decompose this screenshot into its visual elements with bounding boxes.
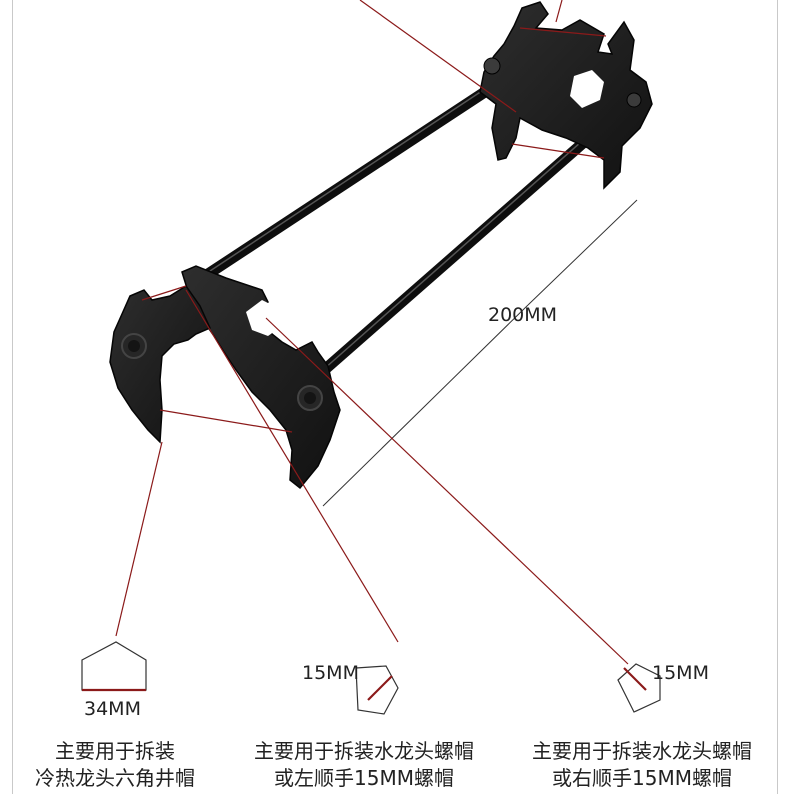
description-hex-cap-line1: 主要用于拆装	[55, 739, 175, 763]
description-hex-cap-line2: 冷热龙头六角井帽	[35, 766, 195, 790]
far-head-hex-hole	[570, 70, 604, 108]
description-right-nut-line1: 主要用于拆装水龙头螺帽	[532, 739, 752, 763]
pentagon-icon-left	[355, 665, 399, 715]
near-head-back-plate	[109, 284, 211, 444]
description-left-nut: 主要用于拆装水龙头螺帽 或左顺手15MM螺帽	[234, 738, 494, 792]
near-head-slot	[246, 300, 282, 336]
hex-cap-icon	[81, 641, 147, 692]
far-wrench-head	[479, 1, 653, 190]
annotation-lines	[115, 0, 629, 665]
far-head-plate	[479, 1, 653, 190]
far-head-bolt	[483, 57, 501, 75]
description-right-nut-line2: 或右顺手15MM螺帽	[552, 766, 732, 790]
far-head-bolt-2	[626, 92, 642, 108]
description-left-nut-line1: 主要用于拆装水龙头螺帽	[254, 739, 474, 763]
length-label: 200MM	[488, 304, 558, 326]
pentagon-left-size-label: 15MM	[302, 662, 359, 684]
pentagon-icon-right	[617, 663, 661, 713]
near-head-main-plate	[181, 265, 341, 490]
description-hex-cap: 主要用于拆装 冷热龙头六角井帽	[30, 738, 200, 792]
length-dimension	[322, 199, 638, 507]
pentagon-right-size-label: 15MM	[652, 662, 709, 684]
description-left-nut-line2: 或左顺手15MM螺帽	[274, 766, 454, 790]
hex-cap-size-label: 34MM	[84, 698, 141, 720]
near-wrench-head	[109, 265, 341, 490]
left-frame-line	[12, 0, 13, 794]
description-right-nut: 主要用于拆装水龙头螺帽 或右顺手15MM螺帽	[512, 738, 772, 792]
right-frame-line	[777, 0, 778, 794]
upper-rod	[199, 76, 506, 282]
